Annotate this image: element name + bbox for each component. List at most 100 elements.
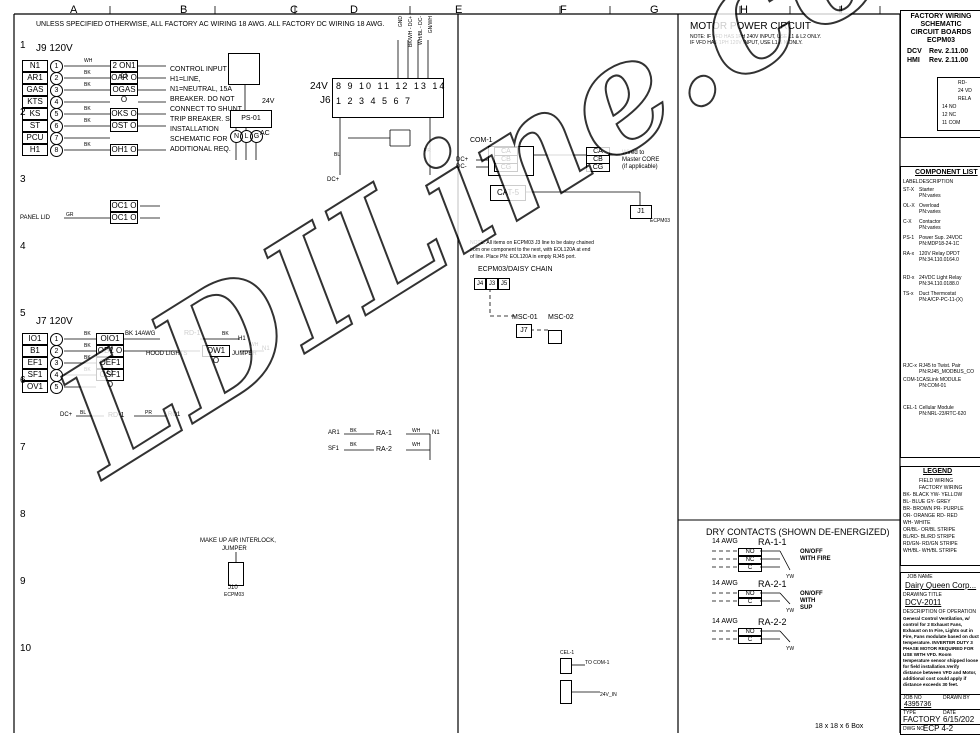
legend-color: WH/BL- WH/BL STRIPE <box>903 548 957 554</box>
job-no: 4395736 <box>904 701 932 708</box>
component-desc: PN:NRL-23/RTC-620 <box>919 411 967 417</box>
title-line: CIRCUIT BOARDS <box>910 29 972 36</box>
j7-bk: BK <box>222 331 229 337</box>
j9-note-line: BREAKER. DO NOT <box>170 96 235 103</box>
component-desc: PN:RJ45_MODBUS_CO <box>919 369 975 375</box>
cel-to: TO COM-1 <box>585 660 610 666</box>
grid-row-4: 4 <box>20 241 26 252</box>
cel-dc: 24V_IN <box>600 692 617 698</box>
com1-wired-note: Wired to Master CORE (if applicable) <box>622 150 659 171</box>
j9-note-line: ADDITIONAL REQ. <box>170 146 231 153</box>
title-line: FACTORY WIRING <box>910 13 972 20</box>
j9-wire-color: BK <box>84 82 91 88</box>
grid-col-C: C <box>290 4 298 16</box>
dry-desc: ON/OFF <box>800 549 823 555</box>
j7-h1: H1 <box>238 336 246 342</box>
grid-row-1: 1 <box>20 40 26 51</box>
dry-term-c: C <box>738 564 762 572</box>
legend-color: WH- WHITE <box>903 520 931 526</box>
ra2-coil: RA-2 <box>376 446 392 453</box>
dwg-value: ECP 4-2 <box>923 724 954 733</box>
grid-col-A: A <box>70 4 78 16</box>
panel-lid-label: PANEL LID <box>20 215 51 221</box>
cel-box <box>560 658 572 674</box>
component-desc: Power Sup. 24VDC <box>919 235 963 241</box>
j1-jack: J1 <box>630 205 652 219</box>
j9-note-line: CONTROL INPUT 120V <box>170 66 246 73</box>
j9-wire-color: WH <box>84 58 93 64</box>
wire <box>779 550 791 571</box>
j9-note-line: CONNECT TO SHUNT <box>170 106 242 113</box>
j6-wire-label: BK/WH - DC+ <box>408 16 414 47</box>
j6-wire-label: WH/BL - DC- <box>418 16 424 45</box>
grid-col-D: D <box>350 4 358 16</box>
component-label: TS-x <box>903 291 914 297</box>
dry-title: DRY CONTACTS (SHOWN DE-ENERGIZED) <box>706 527 890 537</box>
dry-term-no: NO <box>738 590 762 598</box>
box-size: 18 x 18 x 6 Box <box>815 723 864 730</box>
dcv-label: DCV <box>907 48 922 55</box>
dry-term-no: NO <box>738 548 762 556</box>
msc02-label: MSC-02 <box>548 314 574 321</box>
com1-rterm-cg: CG <box>586 163 610 172</box>
j9-pin-ks: KS <box>22 108 48 120</box>
legend-factory: FACTORY WIRING <box>919 485 963 491</box>
component-label: ST-X <box>903 187 915 193</box>
j9-dest-terminal: OKS O <box>110 108 138 120</box>
dry-term-no: NO <box>738 628 762 636</box>
j7-pin-sf1: SF1 <box>22 369 48 381</box>
j6-label: J6 <box>320 95 331 106</box>
dry-relay: RA-1-1 <box>758 537 787 547</box>
j7-pin-ef1: EF1 <box>22 357 48 369</box>
j6-wire-label: GND <box>398 16 404 28</box>
j9-note-line: TRIP BREAKER. SEE <box>170 116 240 123</box>
grid-row-9: 9 <box>20 576 26 587</box>
j7-n1: N1 <box>262 346 270 352</box>
j9-pin-st: ST <box>22 120 48 132</box>
relay-row: 14 NO <box>942 104 957 110</box>
component-label: COM-1 <box>903 377 920 383</box>
legend-field: FIELD WIRING <box>919 478 954 484</box>
job-no-label: JOB NO <box>903 695 922 701</box>
grid-row-5: 5 <box>20 308 26 319</box>
component-title: COMPONENT LIST <box>915 169 978 176</box>
desc-text: General Control Ventilation, w/ control … <box>903 616 979 687</box>
j6-bl: BL <box>334 152 341 158</box>
wired-line-3: (if applicable) <box>622 164 658 170</box>
relay-row: RELA <box>958 96 972 102</box>
grid-row-8: 8 <box>20 509 26 520</box>
j7-dest-terminal: OSF1 O <box>96 369 124 389</box>
j9-wire-color: BK <box>84 142 91 148</box>
grid-col-F: F <box>560 4 567 16</box>
dry-desc: SUP <box>800 605 813 611</box>
component-label: RA-x <box>903 251 915 257</box>
daisy-note: NOTE: All items on ECPM03 J3 line to be … <box>470 240 594 261</box>
ra1-coil: RA-1 <box>376 430 392 437</box>
rd-pr: PR <box>145 410 152 416</box>
component-desc: PN:34.110.0188.0 <box>919 281 959 287</box>
component-desc: 120V Relay DPDT <box>919 251 960 257</box>
dry-term-nc: NC <box>738 556 762 564</box>
j9-pin-num: 8 <box>50 144 63 157</box>
daisy-jack-j4: J4 <box>474 278 486 290</box>
j6-top-pins: 8 9 10 11 12 13 14 <box>336 81 447 91</box>
j6-wire-label: GN/WH <box>428 16 434 34</box>
grid-col-G: G <box>650 4 659 16</box>
hmi-label: HMI <box>907 57 920 64</box>
j7-pin-num: 5 <box>50 381 63 394</box>
component-desc: RJ45 to Twist. Pair <box>919 363 961 369</box>
j7-wire-color: BK <box>84 331 91 337</box>
legend-color: BL/RD- BL/RD STRIPE <box>903 534 955 540</box>
grid-col-E: E <box>455 4 463 16</box>
j6-connector: 8 9 10 11 12 13 14 1 2 3 4 5 6 7 <box>332 78 444 118</box>
hmi-rev: Rev. 2.11.00 <box>929 57 969 64</box>
component-desc: Starter <box>919 187 935 193</box>
component-label: C-X <box>903 219 912 225</box>
j7-wire-color: BK <box>84 367 91 373</box>
legend-color: BK- BLACK YW- YELLOW <box>903 492 963 498</box>
j9-dest-terminal: OH1 O <box>110 144 138 156</box>
